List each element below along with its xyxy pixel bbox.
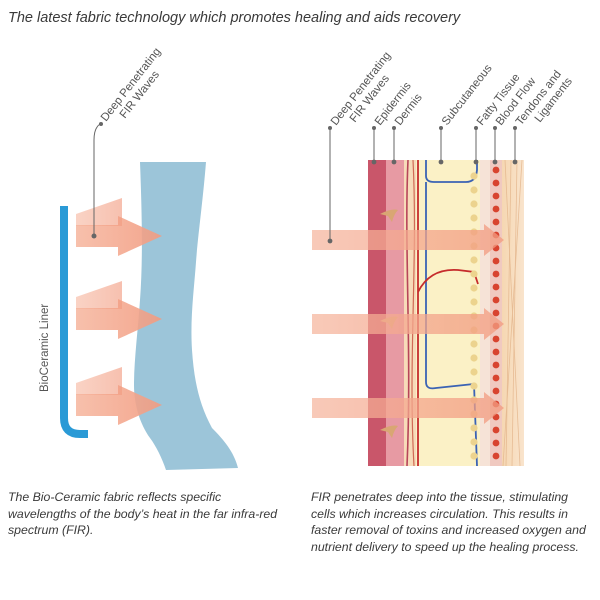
bioceramic-liner (60, 206, 88, 438)
fir-arrow-2-back (76, 281, 122, 309)
tendon-fibres (502, 159, 523, 467)
red-vessel (417, 160, 479, 293)
fatty-cell-dot (470, 200, 478, 208)
fatty-cell-dot (470, 172, 478, 180)
blood-cell-dot (492, 166, 500, 174)
right-panel: Deep Penetrating FIR Waves Epidermis Der… (312, 50, 575, 467)
blood-cell-dot (492, 387, 500, 395)
blood-cell-dot (492, 192, 500, 200)
fir-arrow-right-2 (312, 308, 504, 340)
blood-cell-dot (492, 335, 500, 343)
fatty-cell-dot (470, 438, 478, 446)
blood-cell-dot (492, 205, 500, 213)
blood-cell-dot (492, 361, 500, 369)
fatty-cell-dot (470, 424, 478, 432)
left-fir-leader-top-dot (99, 122, 103, 126)
epidermis-layer (368, 160, 386, 466)
fir-arrow-right-1 (312, 224, 504, 256)
fatty-cell-dot (470, 340, 478, 348)
fatty-cell-dot (470, 368, 478, 376)
fatty-cell-dot (470, 354, 478, 362)
blood-cell-dot (492, 270, 500, 278)
blood-cell-dot (492, 452, 500, 460)
fir-arrow-right-3 (312, 392, 504, 424)
fatty-cell-dot (470, 256, 478, 264)
fatty-cell-dot (470, 270, 478, 278)
left-fir-leader (93, 123, 101, 236)
blood-cell-dot (492, 257, 500, 265)
blood-cell-dot (492, 296, 500, 304)
blood-cell-dot (492, 348, 500, 356)
horse-leg-illustration (134, 162, 238, 470)
left-fir-arrows (76, 198, 162, 425)
fatty-cell-dot (470, 298, 478, 306)
right-caption: FIR penetrates deep into the tissue, sti… (311, 490, 586, 554)
left-panel: Deep Penetrating FIR Waves BioCeramic Li… (39, 43, 238, 470)
fatty-cell-dot (470, 214, 478, 222)
fatty-cell-dot (470, 186, 478, 194)
blood-cell-dot (492, 218, 500, 226)
left-fir-leader-dot (91, 233, 97, 239)
page-title: The latest fabric technology which promo… (8, 10, 461, 26)
right-fir-arrows (312, 224, 504, 424)
fatty-cell-dot (470, 382, 478, 390)
blood-cell-dot (492, 309, 500, 317)
blood-cell-dot (492, 374, 500, 382)
fir-arrow-3-back (76, 367, 122, 395)
fatty-cell-dot (470, 452, 478, 460)
dermis-line-2 (411, 159, 416, 467)
right-leaders (329, 128, 516, 241)
fatty-cell-dot (470, 284, 478, 292)
blood-cell-dot (492, 426, 500, 434)
blue-vessel-main (425, 182, 478, 467)
dermis-layer (386, 160, 406, 466)
right-leader-dots (327, 126, 518, 244)
blood-cell-dot (492, 283, 500, 291)
fir-arrow-1-back (76, 198, 122, 226)
left-caption: The Bio-Ceramic fabric reflects specific… (8, 490, 278, 537)
bioceramic-liner-label: BioCeramic Liner (39, 304, 51, 392)
dermis-line-1 (406, 159, 410, 467)
left-fir-label: Deep Penetrating FIR Waves (99, 43, 176, 131)
blood-cell-dot (492, 179, 500, 187)
blood-cell-dot (492, 439, 500, 447)
